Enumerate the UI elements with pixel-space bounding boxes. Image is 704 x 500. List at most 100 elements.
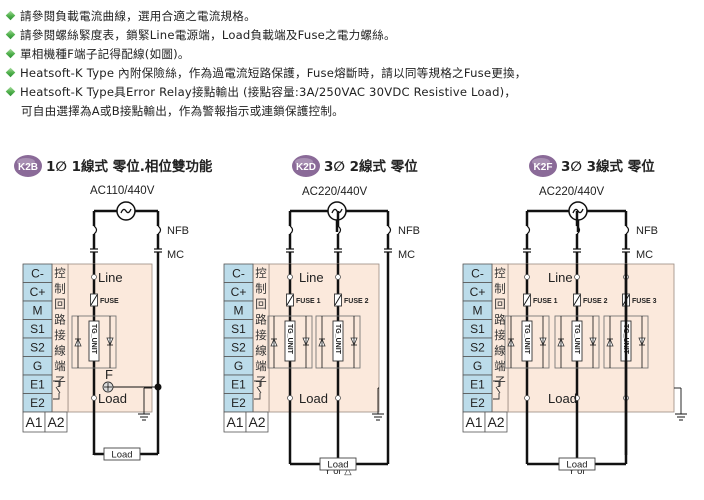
- relay-contact-icon: [493, 380, 501, 400]
- connection-type: Y or: [568, 466, 585, 477]
- fuse-label: FUSE 2: [344, 298, 369, 305]
- badge-highlight: [532, 158, 550, 166]
- terminal-label: S2: [231, 341, 246, 355]
- tg-unit-label: TG_UNIT: [90, 324, 97, 355]
- junction-dot: [154, 383, 162, 391]
- control-circuit-label-char: 控: [54, 266, 66, 280]
- control-circuit-label-char: 子: [255, 375, 267, 389]
- nfb-label: NFB: [398, 225, 420, 237]
- tg-unit-label: TG_UNIT: [573, 324, 580, 355]
- tg-unit-box: [284, 320, 296, 362]
- load-box: [103, 447, 141, 461]
- terminal-a2: [484, 411, 508, 433]
- terminal-label: C-: [31, 267, 44, 281]
- control-circuit-label-char: 子: [494, 375, 506, 389]
- terminal-label: A2: [47, 414, 64, 430]
- supply-voltage: AC220/440V: [539, 186, 605, 198]
- load-box-label: Load: [111, 450, 132, 461]
- mc-label: MC: [398, 249, 415, 261]
- controller-panel: [268, 263, 380, 413]
- nfb-breaker-icon: [625, 225, 630, 235]
- terminal-label: S1: [30, 322, 45, 336]
- nfb-breaker-icon: [289, 225, 294, 235]
- line-label: Line: [299, 270, 324, 285]
- tg-unit-label: TG_UNIT: [286, 324, 293, 355]
- nfb-breaker-icon: [387, 225, 392, 235]
- fuse-label: FUSE 1: [296, 298, 321, 305]
- control-circuit-label-char: 制: [494, 282, 506, 296]
- control-circuit-label-char: 線: [54, 344, 66, 358]
- control-circuit-label-char: 接: [255, 328, 267, 342]
- fuse-icon-slash: [573, 294, 581, 306]
- fuse-icon-slash: [90, 294, 98, 306]
- tg-unit-label: TG_UNIT: [523, 324, 530, 355]
- terminal-label: A2: [248, 414, 265, 430]
- line-terminal-dot: [91, 274, 97, 280]
- terminal-label: A1: [465, 414, 482, 430]
- badge-k2b: [14, 155, 42, 177]
- diagram-title: 3∅ 3線式 零位: [561, 158, 655, 175]
- fuse-label: FUSE 3: [632, 298, 657, 305]
- scr-module: [554, 315, 600, 369]
- control-circuit-label-char: 路: [494, 313, 506, 327]
- terminal-label: C+: [470, 285, 486, 299]
- terminal-label: A2: [487, 414, 504, 430]
- tg-unit-box: [571, 320, 583, 362]
- terminal-label: A1: [25, 414, 42, 430]
- load-label: Load: [98, 391, 127, 406]
- mc-label: MC: [636, 249, 653, 261]
- diagram-title: 3∅ 2線式 零位: [324, 158, 418, 175]
- load-terminal-dot: [91, 395, 97, 401]
- notes-list: 請參閱負載電流曲線，選用合適之電流規格。 請參閱螺絲緊度表，鎖緊Line電源端，…: [5, 6, 704, 120]
- relay-contact-icon: [53, 380, 61, 400]
- load-terminal-dot: [524, 395, 530, 401]
- fuse-label: FUSE 2: [583, 298, 608, 305]
- diagram-title: 1∅ 1線式 零位.相位雙功能: [46, 158, 213, 175]
- terminal-label: E1: [231, 378, 246, 392]
- line-terminal-dot: [287, 274, 293, 280]
- terminal-label: S2: [470, 341, 485, 355]
- fuse-icon-slash: [334, 294, 342, 306]
- line-label: Line: [548, 270, 573, 285]
- control-circuit-label-char: 線: [255, 344, 267, 358]
- note-item: 請參閱螺絲緊度表，鎖緊Line電源端，Load負載端及Fuse之電力螺絲。: [5, 25, 704, 44]
- note-item: 請參閱負載電流曲線，選用合適之電流規格。: [5, 6, 704, 25]
- terminal-label: S1: [470, 322, 485, 336]
- terminal-label: A1: [226, 414, 243, 430]
- note-item: Heatsoft-K Type具Error Relay接點輸出 (接點容量:3A…: [5, 82, 704, 101]
- tg-unit-box: [332, 320, 344, 362]
- load-box-label: Load: [327, 460, 348, 471]
- note-item: 單相機種F端子記得配線(如圖)。: [5, 44, 704, 63]
- nfb-breaker-icon: [93, 225, 98, 235]
- terminal-label: E2: [231, 396, 246, 410]
- control-circuit-label-char: 端: [54, 359, 66, 373]
- load-box: [558, 457, 596, 471]
- terminal-label: S1: [231, 322, 246, 336]
- terminal-label: E2: [30, 396, 45, 410]
- fuse-icon-slash: [286, 294, 294, 306]
- line-terminal-dot: [335, 274, 341, 280]
- control-circuit-label-char: 控: [255, 266, 267, 280]
- terminal-label: M: [234, 304, 244, 318]
- control-circuit-label-char: 端: [255, 359, 267, 373]
- terminal-label: G: [234, 359, 243, 373]
- nfb-label: NFB: [167, 225, 189, 237]
- line-terminal-dot: [574, 274, 580, 280]
- nfb-breaker-icon: [526, 225, 531, 235]
- tg-unit-box: [88, 320, 100, 362]
- load-box: [319, 457, 357, 471]
- nfb-breaker-icon: [157, 225, 162, 235]
- control-circuit-label-char: 制: [255, 282, 267, 296]
- terminal-label: E1: [470, 378, 485, 392]
- line-label: Line: [98, 270, 123, 285]
- scr-module: [71, 315, 117, 369]
- terminal-label: C+: [30, 285, 46, 299]
- control-circuit-label-char: 接: [54, 328, 66, 342]
- load-label: Load: [548, 391, 577, 406]
- nfb-breaker-icon: [576, 225, 581, 235]
- terminal-label: E1: [30, 378, 45, 392]
- control-circuit-label-char: 子: [54, 375, 66, 389]
